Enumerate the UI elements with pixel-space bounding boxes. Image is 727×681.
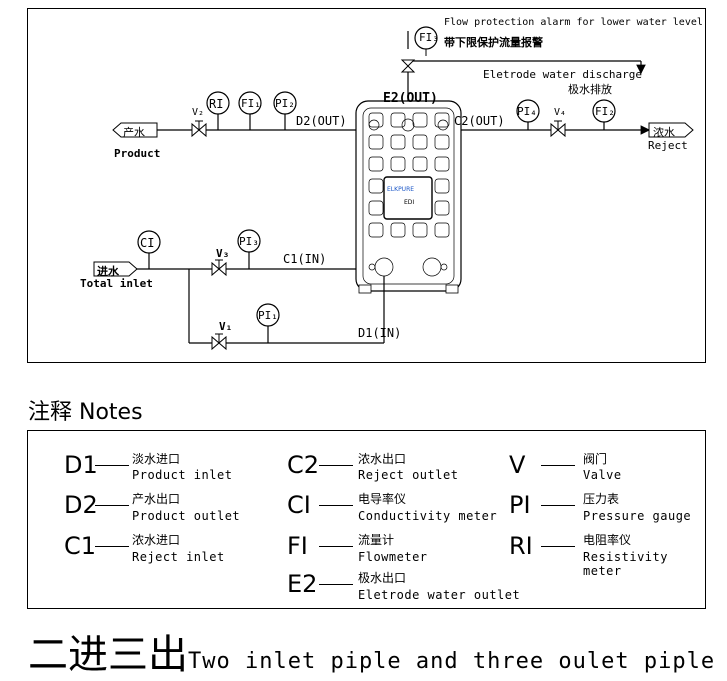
legend-en: Conductivity meter xyxy=(358,509,498,523)
fi1-gauge-label: FI₁ xyxy=(241,97,261,110)
reject-box-label: 浓水 xyxy=(653,126,675,139)
legend-cn: 电阻率仪 xyxy=(583,533,632,547)
legend-code: C2 xyxy=(287,451,320,479)
inlet-box-label: 进水 xyxy=(97,265,119,278)
c1-inlet-label: C1(IN) xyxy=(283,252,327,266)
fi3-gauge-label: FI₃ xyxy=(419,31,439,44)
notes-legend: D1 淡水进口 Product inlet D2 产水出口 Product ou… xyxy=(27,430,706,609)
edi-module-label: EDI xyxy=(404,199,414,206)
legend-cn: 产水出口 xyxy=(132,492,181,506)
gauges xyxy=(137,26,616,327)
legend-code: C1 xyxy=(64,532,97,560)
total-inlet-label: Total inlet xyxy=(80,277,153,290)
legend-cn: 极水出口 xyxy=(358,571,407,585)
electrode-discharge-label-en: Eletrode water discharge xyxy=(483,68,642,81)
legend-code: FI xyxy=(287,532,308,560)
legend-en: Product outlet xyxy=(132,509,241,523)
legend-en: Resistivity meter xyxy=(583,550,668,578)
c2-outlet-label: C2(OUT) xyxy=(454,114,505,128)
pi4-gauge-label: PI₄ xyxy=(517,105,537,118)
legend-cn: 阀门 xyxy=(583,452,608,466)
reject-label: Reject xyxy=(648,139,688,152)
footer-caption-cn: 二进三出 xyxy=(28,632,188,678)
e2-outlet-label: E2(OUT) xyxy=(383,91,438,106)
pi1-gauge-label: PI₁ xyxy=(258,309,278,322)
pi3-gauge-label: PI₃ xyxy=(239,235,259,248)
legend-cn: 浓水出口 xyxy=(358,452,407,466)
product-label: Product xyxy=(114,147,161,160)
legend-cn: 浓水进口 xyxy=(132,533,181,547)
legend-code: E2 xyxy=(287,570,318,598)
ci-gauge-label: CI xyxy=(140,236,155,250)
fi3-alarm-label-cn: 带下限保护流量报警 xyxy=(444,36,543,49)
footer-caption-en: Two inlet piple and three oulet piple xyxy=(188,649,716,674)
legend-en: Reject outlet xyxy=(358,468,459,482)
legend-cn: 压力表 xyxy=(583,492,620,506)
pi2-gauge-label: PI₂ xyxy=(275,97,295,110)
fi3-alarm-label-en: Flow protection alarm for lower water le… xyxy=(444,17,703,28)
legend-cn: 电导率仪 xyxy=(358,492,407,506)
legend-en: Flowmeter xyxy=(358,550,428,564)
electrode-discharge-label-cn: 极水排放 xyxy=(568,83,612,96)
legend-code: RI xyxy=(509,532,533,560)
piping-diagram: ELKPURE EDI xyxy=(93,26,694,351)
legend-cn: 淡水进口 xyxy=(132,452,181,466)
v2-valve-label: V₂ xyxy=(192,107,205,118)
legend-cn: 流量计 xyxy=(358,533,395,547)
footer-caption: 二进三出Two inlet piple and three oulet pipl… xyxy=(28,622,715,680)
d2-outlet-label: D2(OUT) xyxy=(296,114,347,128)
legend-en: Valve xyxy=(583,468,622,482)
legend-en: Product inlet xyxy=(132,468,233,482)
d1-inlet-label: D1(IN) xyxy=(358,326,402,340)
v1-valve-label: V₁ xyxy=(219,320,233,333)
v4-valve-label: V₄ xyxy=(554,107,567,118)
legend-en: Eletrode water outlet xyxy=(358,588,521,602)
legend-code: PI xyxy=(509,491,531,519)
legend-code: V xyxy=(509,451,526,479)
flow-diagram: ELKPURE EDI xyxy=(27,8,706,363)
notes-title: 注释 Notes xyxy=(28,400,143,425)
ri-gauge-label: RI xyxy=(209,97,224,111)
legend-en: Pressure gauge xyxy=(583,509,692,523)
fi2-gauge-label: FI₂ xyxy=(595,105,615,118)
v3-valve-label: V₃ xyxy=(216,247,230,260)
legend-code: CI xyxy=(287,491,311,519)
brand-label: ELKPURE xyxy=(387,186,414,193)
legend-code: D2 xyxy=(64,491,98,519)
legend-en: Reject inlet xyxy=(132,550,225,564)
edi-module xyxy=(355,100,462,294)
legend-code: D1 xyxy=(64,451,98,479)
product-box-label: 产水 xyxy=(123,126,145,139)
